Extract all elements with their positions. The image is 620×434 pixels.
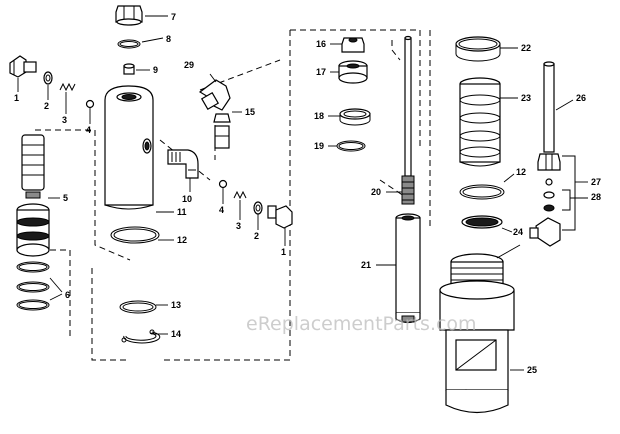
part-4-ball-right: [218, 179, 228, 189]
callout-12-left: 12: [177, 235, 187, 245]
callout-25: 25: [527, 365, 537, 375]
part-2-washer-top: [43, 71, 53, 85]
dashed-assembly-lines: [30, 29, 431, 361]
callout-13: 13: [171, 300, 181, 310]
callout-12-right: 12: [516, 167, 526, 177]
part-14-retaining-ring: [121, 329, 161, 344]
part-24-seal: [461, 215, 503, 229]
callout-2-right: 2: [254, 231, 259, 241]
callout-28: 28: [591, 192, 601, 202]
callout-18: 18: [314, 111, 324, 121]
part-2-washer-right: [253, 201, 263, 215]
callout-4-top: 4: [86, 125, 91, 135]
part-22-ring: [455, 36, 501, 62]
callout-8: 8: [166, 34, 171, 44]
callout-17: 17: [316, 67, 326, 77]
callout-3-top: 3: [62, 115, 67, 125]
callout-15: 15: [245, 107, 255, 117]
part-25-pump-cylinder: [439, 253, 515, 414]
part-12-oring-right: [459, 184, 505, 200]
part-16-nut: [341, 37, 365, 53]
part-13-snap-ring: [119, 300, 157, 314]
callout-numbers: 1 2 3 4 5 6 7 8 9 29 15 10 11 12 4 3 2 1…: [14, 12, 601, 375]
callout-11: 11: [177, 207, 187, 217]
callout-26: 26: [576, 93, 586, 103]
part-7-plug: [115, 5, 143, 26]
part-26-rod: [543, 61, 555, 153]
callout-22: 22: [521, 43, 531, 53]
part-1-fitting-right: [267, 205, 293, 229]
part-21-piston: [395, 213, 421, 324]
callout-23: 23: [521, 93, 531, 103]
callout-9: 9: [153, 65, 158, 75]
callout-29: 29: [184, 60, 194, 70]
part-23-sleeve: [459, 77, 501, 167]
part-17-packing-nut: [338, 60, 368, 84]
watermark-text: eReplacementParts.com: [246, 313, 477, 335]
part-4-ball-top: [85, 99, 95, 109]
callout-27: 27: [591, 177, 601, 187]
callout-21: 21: [361, 260, 371, 270]
callout-7: 7: [171, 12, 176, 22]
part-5-valve-cartridge: [16, 134, 50, 257]
callout-10: 10: [182, 194, 192, 204]
callout-14: 14: [171, 329, 181, 339]
part-6-orings: [16, 261, 50, 311]
part-8-oring: [117, 39, 141, 49]
part-3-spring-right: [233, 190, 247, 200]
callout-1-top: 1: [14, 93, 19, 103]
part-3-spring-top: [59, 82, 76, 92]
part-29-elbow: [198, 79, 231, 111]
part-9-seat: [123, 63, 135, 75]
callout-2-top: 2: [44, 101, 49, 111]
part-20-piston-rod: [401, 35, 415, 205]
part-18-seal: [339, 108, 371, 126]
leader-lines: [17, 15, 574, 371]
callout-3-right: 3: [236, 221, 241, 231]
part-12-oring-base: [110, 226, 160, 244]
callout-5: 5: [63, 193, 68, 203]
callout-24: 24: [513, 227, 523, 237]
part-15-fittings: [213, 113, 231, 149]
part-11-manifold-body: [104, 85, 154, 210]
callout-1-right: 1: [281, 247, 286, 257]
callout-19: 19: [314, 141, 324, 151]
part-19-oring: [336, 140, 366, 152]
part-10-elbow: [167, 149, 199, 179]
part-27-28-fittings: [529, 153, 576, 247]
callout-16: 16: [316, 39, 326, 49]
callout-20: 20: [371, 187, 381, 197]
callout-6: 6: [65, 290, 70, 300]
callout-4-right: 4: [219, 205, 224, 215]
part-1-fitting-top: [9, 55, 37, 78]
